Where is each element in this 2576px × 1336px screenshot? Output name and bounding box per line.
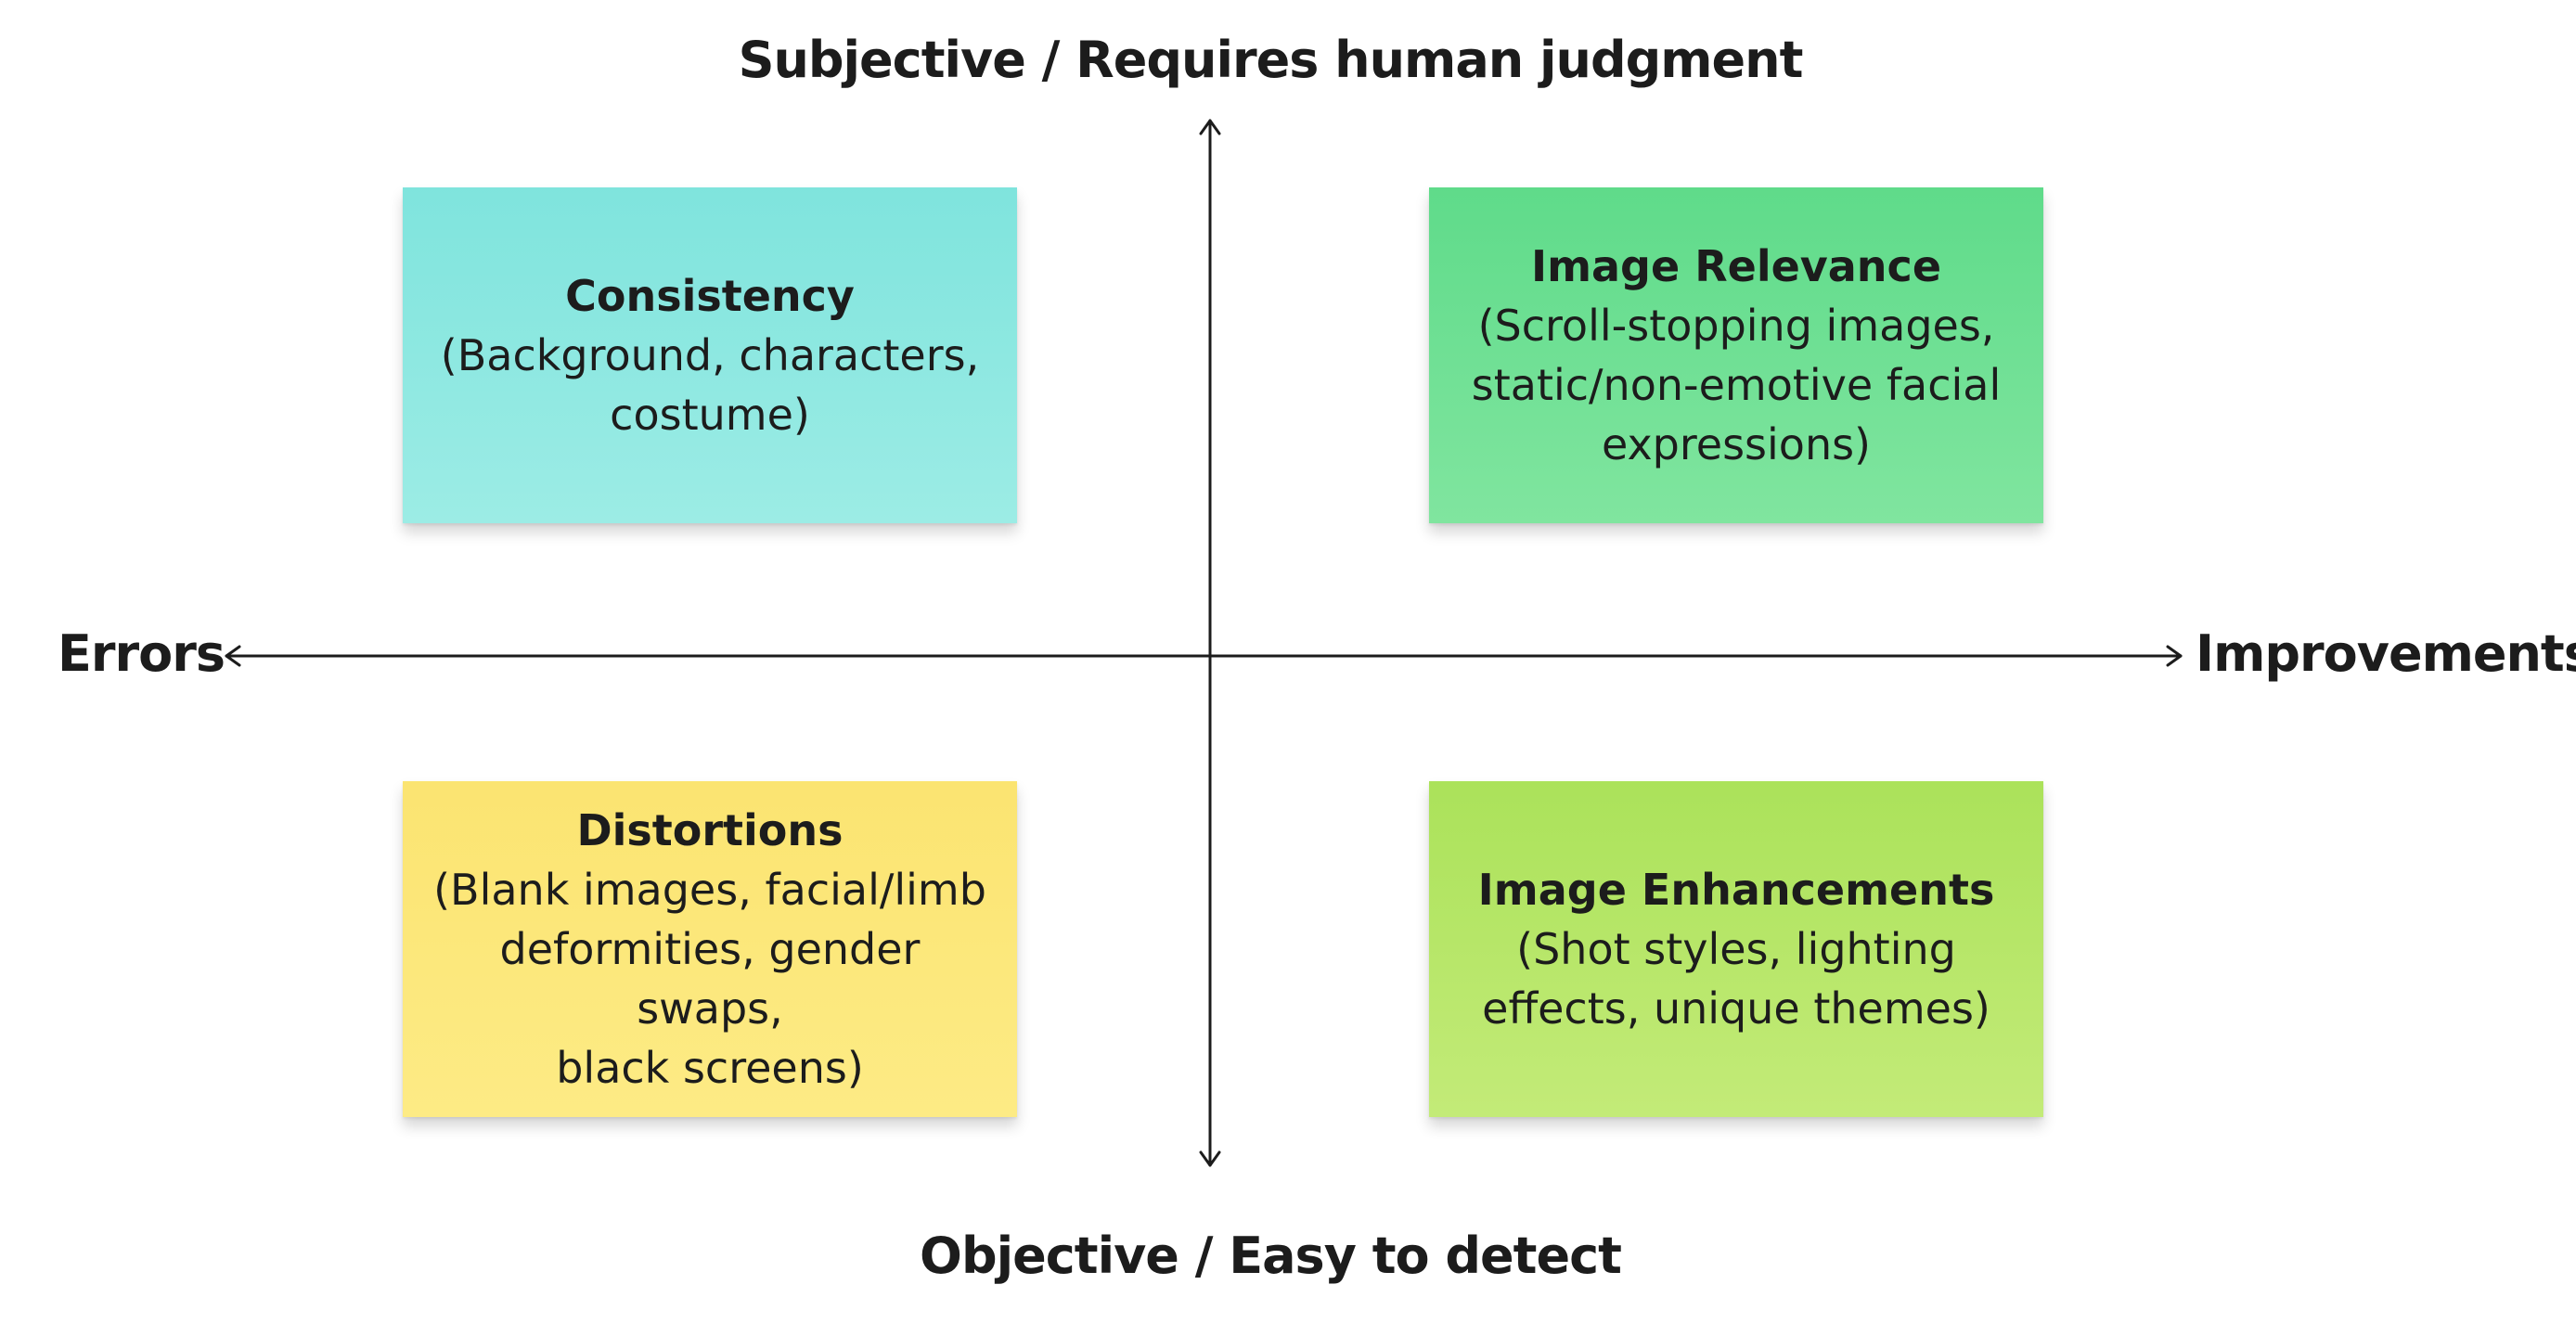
note-title: Consistency: [565, 271, 855, 321]
note-line: (Shot styles, lighting: [1516, 924, 1956, 974]
axis-label-right: Improvements: [2196, 624, 2576, 683]
note-line: (Background, characters,: [440, 330, 980, 380]
note-line: expressions): [1601, 419, 1872, 469]
note-title: Image Enhancements: [1477, 865, 1995, 915]
note-line: effects, unique themes): [1482, 983, 1990, 1034]
note-line: (Blank images, facial/limb: [433, 865, 986, 915]
note-title: Image Relevance: [1530, 241, 1942, 291]
note-line: (Scroll-stopping images,: [1477, 301, 1995, 351]
note-line: costume): [610, 390, 810, 440]
vertical-axis-arrow-up: [1199, 119, 1221, 135]
axis-label-left: Errors: [58, 624, 225, 683]
sticky-note-consistency[interactable]: Consistency (Background, characters, cos…: [403, 187, 1017, 523]
axis-label-top: Subjective / Requires human judgment: [738, 31, 1804, 89]
sticky-note-image-enhancements[interactable]: Image Enhancements (Shot styles, lightin…: [1429, 781, 2043, 1117]
horizontal-axis-arrow-left: [225, 645, 241, 667]
note-title: Distortions: [576, 805, 844, 855]
sticky-note-image-relevance[interactable]: Image Relevance (Scroll-stopping images,…: [1429, 187, 2043, 523]
vertical-axis-arrow-down: [1199, 1150, 1221, 1167]
axis-label-bottom: Objective / Easy to detect: [920, 1227, 1622, 1285]
note-line: deformities, gender swaps,: [499, 924, 921, 1034]
note-line: black screens): [556, 1043, 864, 1093]
sticky-note-distortions[interactable]: Distortions (Blank images, facial/limb d…: [403, 781, 1017, 1117]
horizontal-axis-arrow-right: [2166, 645, 2183, 667]
note-line: static/non-emotive facial: [1471, 360, 2002, 410]
